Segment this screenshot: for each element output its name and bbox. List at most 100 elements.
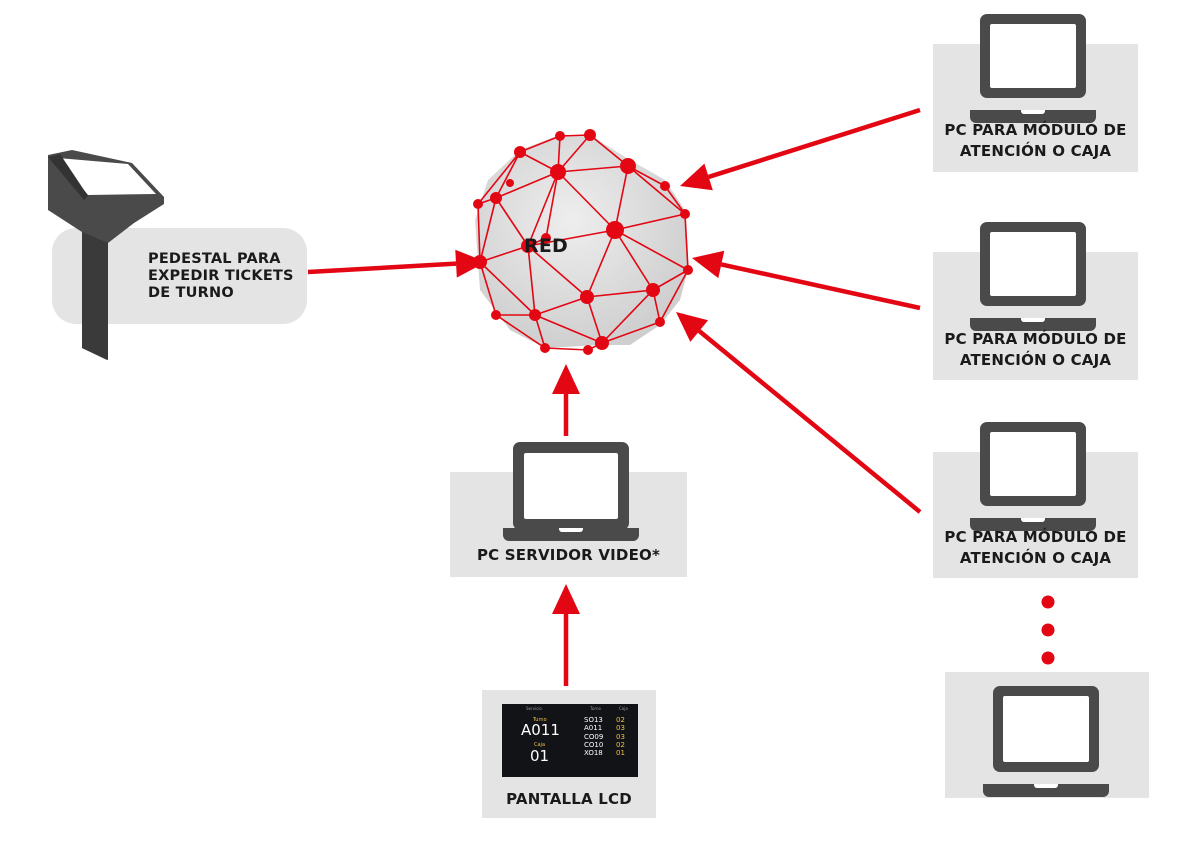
mesh-edge [534, 296, 588, 316]
display-to-server-arrow [552, 584, 580, 686]
mesh-node [514, 146, 526, 158]
lcd-queue-desk: 03 [616, 732, 625, 741]
continuation-dot [1041, 651, 1055, 665]
mesh-node [490, 192, 502, 204]
lcd-header-service: Servicio [526, 706, 542, 711]
lcd-queue-turn: CO09 [584, 732, 604, 741]
mesh-node [680, 209, 690, 219]
mesh-edge [544, 347, 589, 351]
mesh-edge [519, 135, 561, 153]
station-label-line: PC PARA MÓDULO DE [944, 121, 1127, 139]
mesh-node [555, 131, 565, 141]
lcd-queue-turn: XO18 [584, 749, 603, 758]
station-label-3: PC PARA MÓDULO DE ATENCIÓN O CAJA [933, 527, 1138, 569]
mesh-edge [495, 197, 529, 247]
lcd-queue-turn: CO10 [584, 740, 604, 749]
mesh-node [655, 317, 665, 327]
mesh-node [595, 336, 609, 350]
mesh-node [620, 158, 636, 174]
mesh-edge [586, 289, 654, 298]
mesh-edge [589, 134, 629, 167]
mesh-edge [479, 197, 497, 263]
network-nodes [473, 129, 693, 355]
mesh-edge [477, 203, 481, 263]
mesh-edge [557, 165, 629, 173]
mesh-edge [614, 229, 654, 291]
continuation-dot [1041, 595, 1055, 609]
lcd-queue-turn: SO13 [584, 716, 603, 724]
mesh-edge [495, 171, 559, 199]
mesh-edge [479, 261, 536, 316]
mesh-edge [627, 165, 686, 215]
mesh-edge [534, 314, 603, 344]
mesh-edge [545, 171, 559, 239]
network-label: RED [524, 235, 568, 257]
kiosk-label-line: PEDESTAL PARA [148, 251, 281, 267]
station-label-2: PC PARA MÓDULO DE ATENCIÓN O CAJA [933, 329, 1138, 371]
mesh-node [540, 343, 550, 353]
mesh-edge [477, 151, 521, 205]
lcd-header-desk: Caja [619, 706, 628, 711]
lcd-queue-desk: 03 [616, 724, 625, 733]
lcd-queue-turn: A011 [584, 724, 603, 733]
station-label-1: PC PARA MÓDULO DE ATENCIÓN O CAJA [933, 120, 1138, 162]
mesh-node [606, 221, 624, 239]
kiosk-label: PEDESTAL PARA EXPEDIR TICKETS DE TURNO [148, 251, 294, 302]
server-label: PC SERVIDOR VIDEO* [476, 546, 661, 564]
lcd-queue-desk: 02 [616, 716, 625, 724]
mesh-edge [586, 296, 603, 344]
mesh-node [683, 265, 693, 275]
mesh-edge [557, 171, 616, 231]
mesh-edge [601, 289, 654, 344]
mesh-node [541, 233, 551, 243]
mesh-edge [495, 314, 546, 349]
kiosk-to-network-arrow [307, 249, 486, 278]
mesh-node [584, 129, 596, 141]
lcd-screen-preview: Servicio Turno Caja Turno A011 Caja 01 S… [502, 704, 638, 777]
mesh-edge [664, 185, 686, 215]
mesh-edge [614, 165, 629, 231]
mesh-edge [479, 245, 529, 263]
mesh-node [506, 179, 514, 187]
mesh-edge [479, 261, 497, 316]
mesh-edge [527, 229, 616, 247]
station-label-line: ATENCIÓN O CAJA [959, 351, 1112, 369]
lcd-desk-caption: Caja [534, 742, 546, 748]
lcd-queue-turns: SO13 A011 CO09 CO10 XO18 [584, 716, 603, 757]
lcd-queue-desks: 02 03 03 02 01 [616, 716, 625, 757]
mesh-node [521, 239, 535, 253]
station-label-line: ATENCIÓN O CAJA [959, 549, 1112, 567]
network-mesh [477, 134, 689, 351]
mesh-edge [527, 171, 559, 247]
mesh-node [473, 199, 483, 209]
mesh-edge [659, 269, 689, 323]
server-to-network-arrow [552, 364, 580, 436]
lcd-header-turn: Turno [590, 706, 601, 711]
station3-to-network-arrow [676, 312, 922, 514]
mesh-edge [614, 213, 686, 231]
continuation-dot [1041, 623, 1055, 637]
mesh-edge [557, 134, 591, 173]
mesh-edge [527, 245, 588, 298]
station-label-line: PC PARA MÓDULO DE [944, 528, 1127, 546]
lcd-turn-caption: Turno [533, 717, 547, 723]
station-label-line: ATENCIÓN O CAJA [959, 142, 1112, 160]
station1-to-network-arrow [680, 107, 921, 191]
mesh-node [580, 290, 594, 304]
mesh-edge [684, 213, 689, 271]
station2-to-network-arrow [692, 250, 921, 311]
mesh-node [646, 283, 660, 297]
display-label: PANTALLA LCD [506, 790, 632, 808]
lcd-current-desk: 01 [530, 747, 550, 765]
mesh-edge [614, 229, 689, 271]
mesh-edge [601, 321, 661, 344]
mesh-node [660, 181, 670, 191]
lcd-queue-desk: 01 [616, 749, 625, 758]
station-label-line: PC PARA MÓDULO DE [944, 330, 1127, 348]
mesh-node [583, 345, 593, 355]
kiosk-label-line: DE TURNO [148, 285, 234, 301]
mesh-edge [527, 245, 536, 316]
mesh-node [529, 309, 541, 321]
